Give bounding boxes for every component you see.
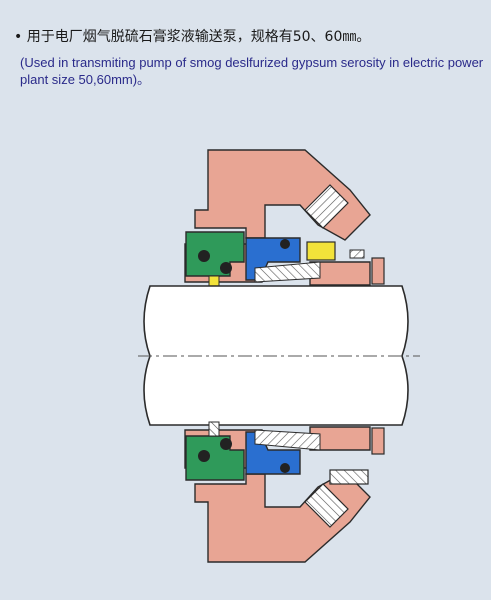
lower-o-ring-1	[198, 450, 210, 462]
upper-drive-pin	[306, 241, 336, 261]
upper-housing	[194, 149, 371, 241]
upper-gland-bolt	[304, 184, 349, 229]
lower-gland-bolt	[304, 483, 349, 528]
lower-stop-plate	[371, 427, 385, 455]
seal-lower-half	[184, 421, 385, 563]
lower-sleeve	[254, 429, 321, 451]
upper-clip	[349, 249, 365, 259]
lower-o-ring-3	[280, 463, 290, 473]
caption-chinese: • 用于电厂烟气脱硫石膏浆液输送泵，规格有50、60㎜。	[14, 26, 484, 46]
upper-o-ring-3	[280, 239, 290, 249]
shaft	[138, 285, 420, 426]
lower-o-ring-2	[220, 438, 232, 450]
caption-bullet: •	[14, 29, 23, 45]
upper-sleeve	[254, 261, 321, 283]
lower-drive-pin	[329, 469, 369, 485]
upper-o-ring-2	[220, 262, 232, 274]
lower-housing	[194, 471, 371, 563]
caption-english: (Used in transmiting pump of smog deslfu…	[20, 55, 484, 87]
upper-stop-plate	[371, 257, 385, 285]
upper-o-ring-1	[198, 250, 210, 262]
caption-chinese-text: 用于电厂烟气脱硫石膏浆液输送泵，规格有50、60㎜。	[26, 29, 371, 45]
lower-set-screw	[208, 421, 220, 437]
seal-upper-half	[184, 149, 385, 291]
